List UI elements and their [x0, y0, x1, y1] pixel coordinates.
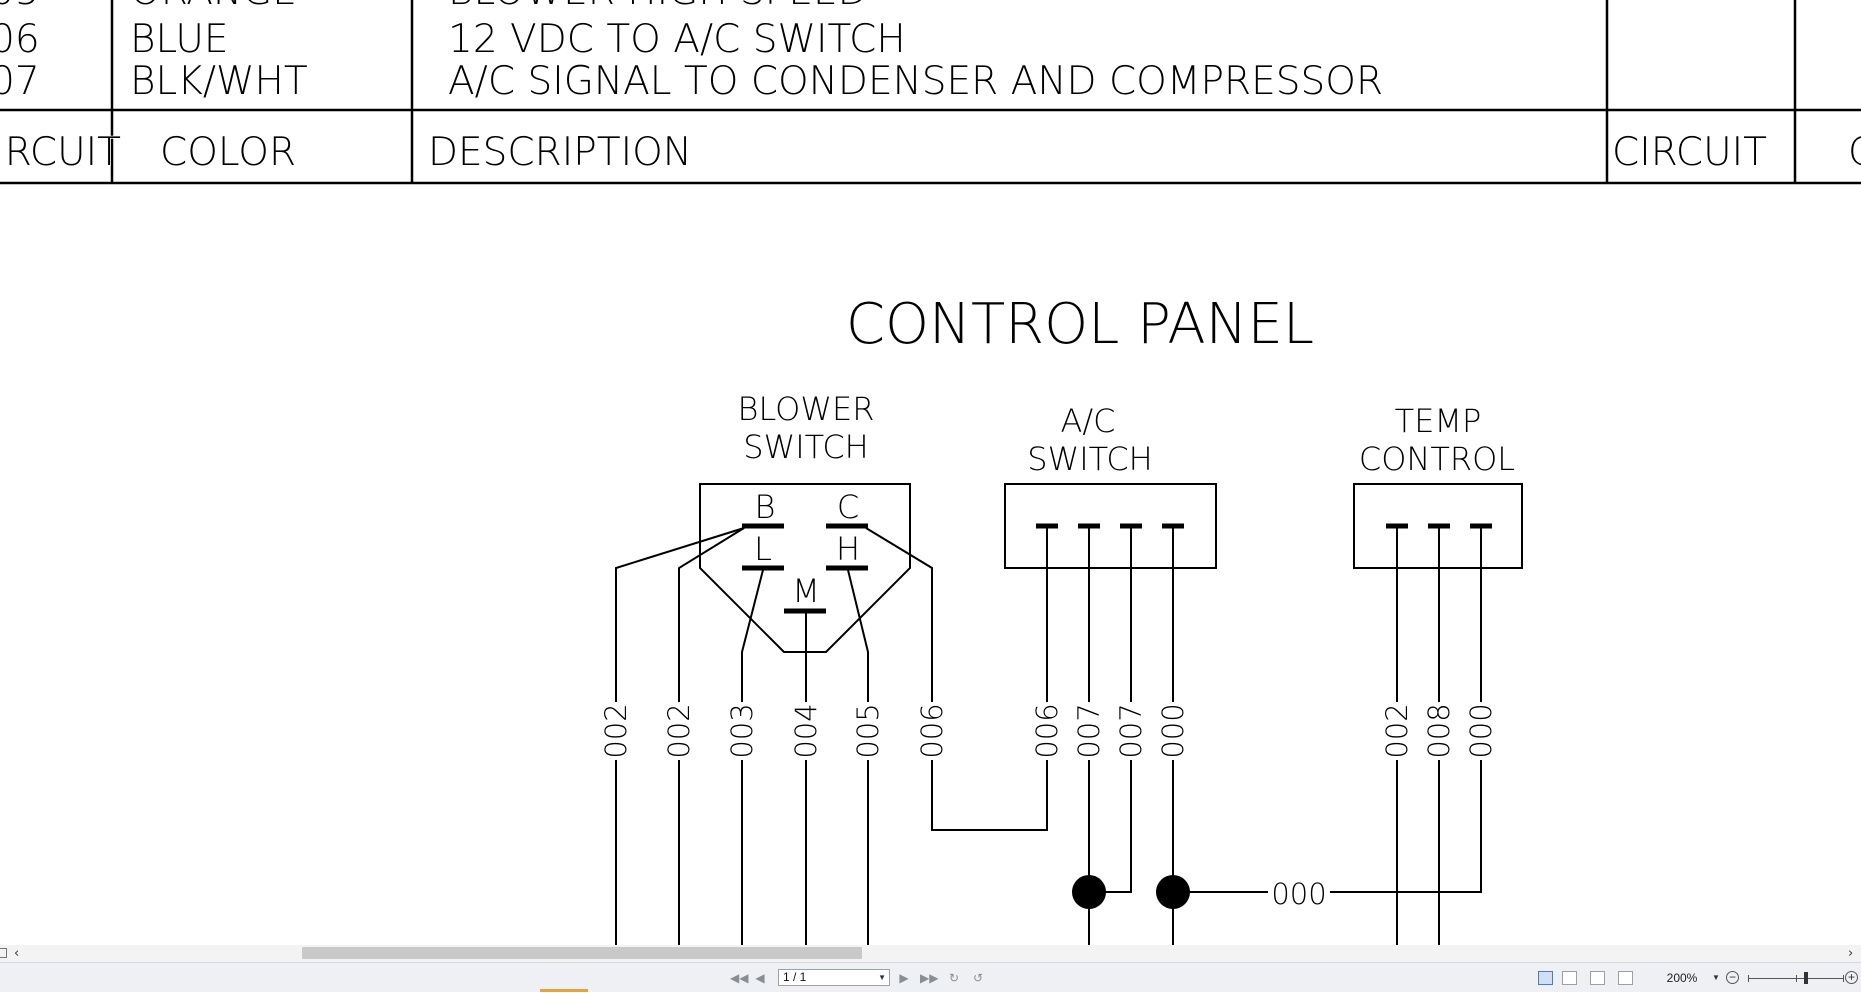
wire-label: 000 — [1156, 703, 1190, 758]
status-bar: ◀◀ ◀ 1 / 1 ▼ ▶ ▶▶ ↻ ↺ 200% ▼ − + — [0, 962, 1861, 992]
table-row-circuit: 06 — [0, 17, 40, 62]
single-page-view-icon[interactable] — [1538, 971, 1553, 985]
zoom-dropdown-icon[interactable]: ▼ — [1712, 973, 1720, 982]
temp-control-label: TEMP — [1395, 402, 1482, 440]
table-row-color: ORANGE — [130, 0, 297, 14]
page-number-input[interactable]: 1 / 1 ▼ — [778, 969, 890, 986]
wire-label: 002 — [1380, 703, 1414, 758]
table-row-description: 12 VDC TO A/C SWITCH — [448, 17, 906, 62]
wiring-diagram: 05 ORANGE BLOWER HIGH SPEED 06 BLUE 12 V… — [0, 0, 1861, 945]
table-row-description: BLOWER HIGH SPEED — [448, 0, 868, 14]
terminal-c-label: C — [837, 488, 859, 526]
terminal-l-label: L — [754, 530, 772, 568]
blower-switch-label: SWITCH — [743, 428, 868, 466]
blower-switch-label: BLOWER — [738, 390, 875, 428]
wire-label: 003 — [725, 703, 759, 758]
terminal-h-label: H — [836, 530, 860, 568]
zoom-slider-knob[interactable] — [1804, 972, 1808, 984]
horizontal-scrollbar[interactable]: ‹ › — [0, 945, 1861, 962]
zoom-out-icon[interactable]: − — [1726, 971, 1739, 984]
terminal-b-label: B — [755, 488, 776, 526]
zoom-in-icon[interactable]: + — [1845, 971, 1858, 984]
first-page-icon[interactable]: ◀◀ — [730, 971, 749, 985]
table-row-circuit: 07 — [0, 59, 40, 104]
wire-table — [0, 0, 1861, 185]
wire-label: 008 — [1422, 703, 1456, 758]
header-circuit: CIRCUIT — [0, 130, 121, 175]
temp-control-label: CONTROL — [1359, 440, 1515, 478]
next-page-icon[interactable]: ▶ — [899, 971, 909, 985]
header-color-right: C — [1848, 130, 1861, 175]
zoom-slider[interactable] — [1748, 972, 1844, 984]
wire-label: 002 — [662, 703, 696, 758]
scrollbar-thumb[interactable] — [302, 947, 862, 959]
scroll-right-icon[interactable]: › — [1848, 946, 1854, 961]
header-circuit-right: CIRCUIT — [1612, 130, 1767, 175]
wire-label: 006 — [915, 703, 949, 758]
table-row-color: BLUE — [130, 17, 229, 62]
continuous-view-icon[interactable] — [1562, 971, 1577, 985]
scroll-left-icon[interactable]: ‹ — [14, 946, 20, 961]
ground-wire-label: 000 — [1271, 877, 1326, 911]
ac-switch-label: SWITCH — [1027, 440, 1152, 478]
wire-label: 007 — [1072, 703, 1106, 758]
wire-label: 002 — [599, 703, 633, 758]
document-canvas: 05 ORANGE BLOWER HIGH SPEED 06 BLUE 12 V… — [0, 0, 1861, 945]
diagram-title: CONTROL PANEL — [846, 292, 1314, 357]
wire-label: 004 — [789, 703, 823, 758]
table-row-circuit: 05 — [0, 0, 40, 14]
terminal-m-label: M — [792, 572, 820, 610]
rotate-back-icon[interactable]: ↺ — [972, 971, 984, 985]
header-color: COLOR — [160, 130, 296, 175]
zoom-level[interactable]: 200% — [1666, 971, 1698, 985]
rotate-icon[interactable]: ↻ — [948, 971, 960, 985]
wire-label: 005 — [851, 703, 885, 758]
prev-page-icon[interactable]: ◀ — [755, 971, 765, 985]
chevron-down-icon[interactable]: ▼ — [878, 973, 886, 982]
splice-dots — [1072, 875, 1190, 909]
ac-switch-label: A/C — [1060, 402, 1115, 440]
taskbar-highlight — [540, 989, 588, 992]
page-indicator: 1 / 1 — [783, 970, 807, 984]
wire-label-masks — [600, 702, 1497, 760]
two-page-continuous-view-icon[interactable] — [1618, 971, 1633, 985]
last-page-icon[interactable]: ▶▶ — [920, 971, 939, 985]
wire-label: 007 — [1114, 703, 1148, 758]
component-boxes — [699, 483, 1523, 653]
terminals — [742, 523, 1492, 614]
wire-label: 006 — [1030, 703, 1064, 758]
panel-toggle-icon[interactable] — [0, 948, 7, 958]
wires — [615, 526, 1482, 945]
table-row-color: BLK/WHT — [130, 59, 308, 104]
table-row-description: A/C SIGNAL TO CONDENSER AND COMPRESSOR — [448, 59, 1383, 104]
wire-label: 000 — [1464, 703, 1498, 758]
header-description: DESCRIPTION — [428, 130, 692, 175]
two-page-view-icon[interactable] — [1590, 971, 1605, 985]
